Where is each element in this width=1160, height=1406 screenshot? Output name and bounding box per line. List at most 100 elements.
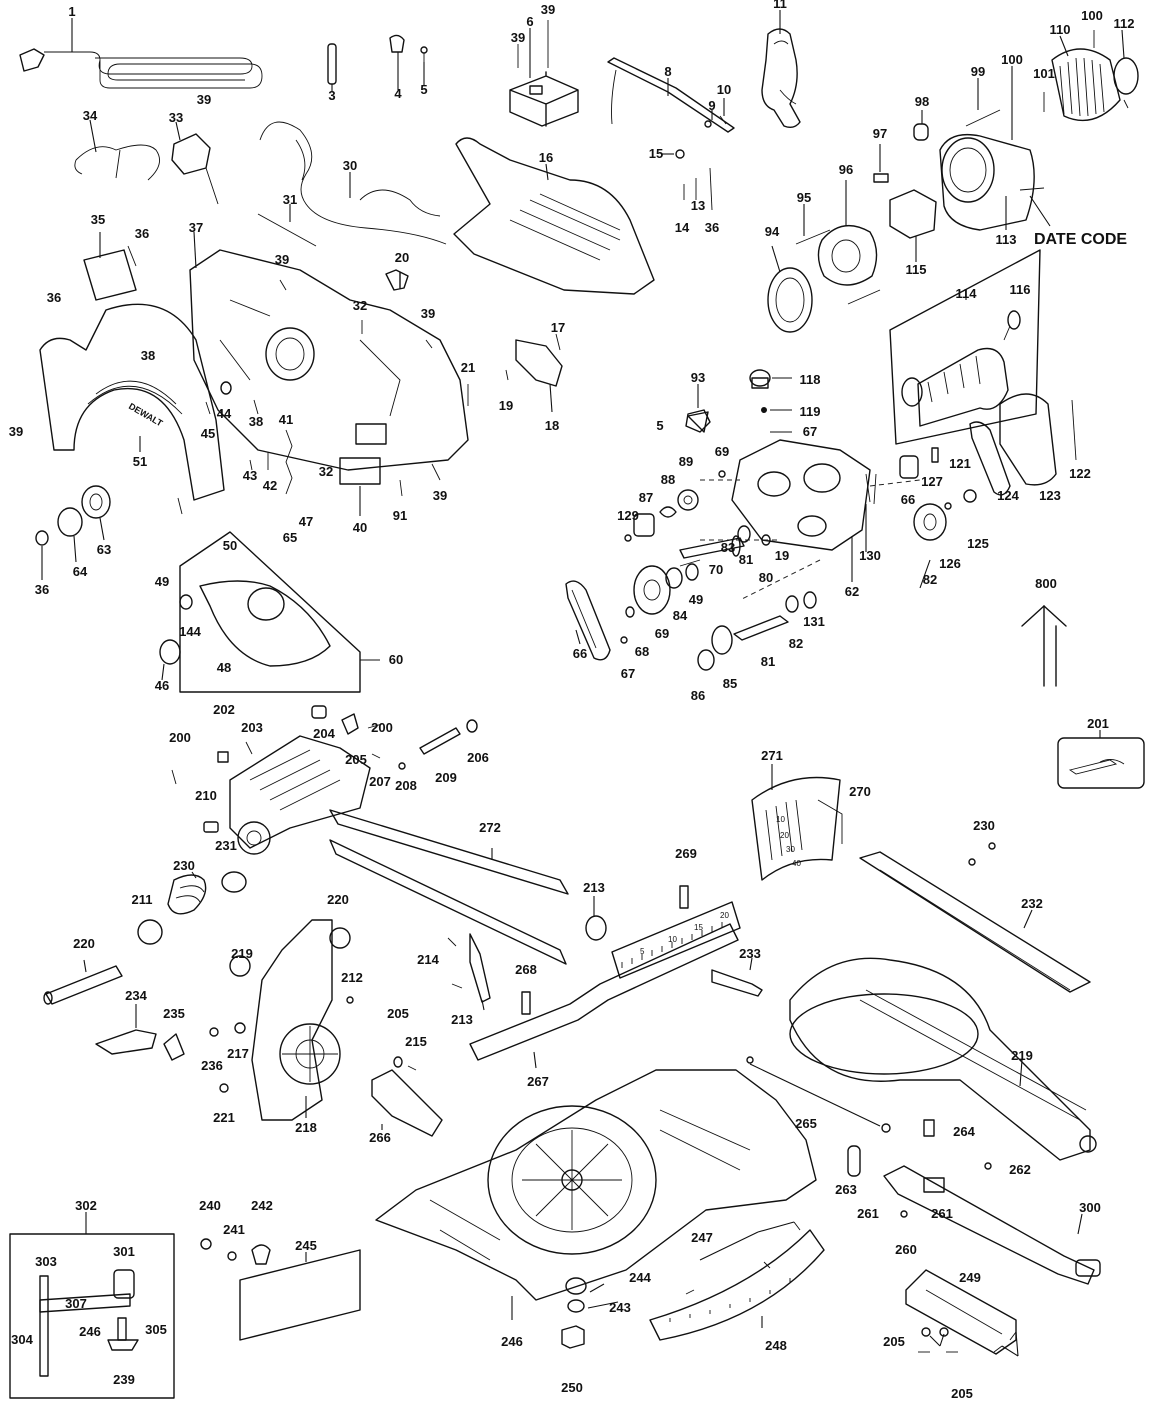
lower-guard-box-48 (179, 531, 380, 693)
screws-95 (795, 204, 881, 305)
callout-36: 36 (135, 226, 149, 241)
callout-129: 129 (617, 508, 639, 523)
callout-265: 265 (795, 1116, 817, 1131)
callout-246: 246 (79, 1324, 101, 1339)
guard-support-16 (453, 137, 655, 295)
callout-272: 272 (479, 820, 501, 835)
callout-118: 118 (800, 372, 821, 387)
callout-48: 48 (217, 660, 231, 675)
motor-housing-113 (939, 133, 1051, 231)
springs-230-231 (137, 871, 247, 945)
callout-202: 202 (213, 702, 235, 717)
callout-219: 219 (231, 946, 253, 961)
callout-206: 206 (467, 750, 489, 765)
callout-303: 303 (35, 1254, 57, 1269)
callout-211: 211 (132, 892, 153, 907)
callout-39: 39 (275, 252, 289, 267)
date-code-label: DATE CODE (1034, 231, 1127, 248)
screws-99 (965, 78, 1001, 127)
callout-95: 95 (797, 190, 811, 205)
callout-85: 85 (723, 676, 737, 691)
callout-65: 65 (283, 530, 297, 545)
dewalt-logo: DEWALT (127, 401, 165, 429)
callout-126: 126 (939, 556, 961, 571)
callout-245: 245 (295, 1238, 317, 1253)
bushing-98 (913, 110, 929, 141)
callout-44: 44 (217, 406, 232, 421)
callout-125: 125 (967, 536, 989, 551)
inset-box-300 (9, 1212, 175, 1399)
callout-262: 262 (1009, 1162, 1031, 1177)
callout-112: 112 (1114, 16, 1135, 31)
callout-32: 32 (319, 464, 333, 479)
callout-96: 96 (839, 162, 853, 177)
callout-124: 124 (997, 488, 1019, 503)
callout-212: 212 (341, 970, 363, 985)
callout-41: 41 (279, 412, 293, 427)
callout-46: 46 (155, 678, 169, 693)
callout-93: 93 (691, 370, 705, 385)
callout-39: 39 (421, 306, 435, 321)
callout-37: 37 (189, 220, 203, 235)
callout-263: 263 (835, 1182, 857, 1197)
bracket-35 (83, 232, 137, 301)
callout-86: 86 (691, 688, 705, 703)
misc-hardware-row3 (177, 269, 469, 516)
callout-4: 4 (394, 86, 402, 101)
callout-6: 6 (526, 14, 533, 29)
wire-harness-30 (259, 121, 447, 245)
bevel-bracket-221 (209, 919, 354, 1121)
foot-parts-244-245-248 (561, 1277, 587, 1349)
gearbox-parts-left (565, 411, 817, 671)
callout-307: 307 (65, 1296, 87, 1311)
callout-218: 218 (295, 1120, 317, 1135)
callout-200: 200 (371, 720, 393, 735)
callout-266: 266 (369, 1130, 391, 1145)
callout-51: 51 (133, 454, 147, 469)
callout-300: 300 (1079, 1200, 1101, 1215)
rail-clamp-214 (447, 933, 491, 1011)
callout-36: 36 (47, 290, 61, 305)
callout-270: 270 (849, 784, 871, 799)
shaft-232 (43, 959, 123, 1005)
callout-16: 16 (539, 150, 553, 165)
small-screws-13-14-15-36 (662, 149, 713, 211)
callout-250: 250 (561, 1380, 583, 1395)
callout-82: 82 (923, 572, 937, 587)
callout-80: 80 (759, 570, 773, 585)
gearbox-housing-130 (700, 439, 921, 601)
callout-19: 19 (499, 398, 513, 413)
switch-module-6 (509, 20, 579, 127)
callout-123: 123 (1039, 488, 1061, 503)
callout-210: 210 (195, 788, 217, 803)
upper-housing-37 (189, 231, 469, 471)
turntable-267 (789, 957, 1097, 1161)
bracket-18 (505, 333, 563, 413)
callout-203: 203 (241, 720, 263, 735)
fence-215: 5 10 15 20 (469, 885, 741, 1069)
callout-264: 264 (953, 1124, 975, 1139)
callout-5: 5 (656, 418, 663, 433)
callout-84: 84 (673, 608, 688, 623)
callout-68: 68 (635, 644, 649, 659)
callout-43: 43 (243, 468, 257, 483)
brush-holder-115 (889, 189, 937, 262)
clip-4 (389, 34, 405, 90)
callout-62: 62 (845, 584, 859, 599)
scale-40: 40 (792, 859, 801, 868)
scale-20: 20 (780, 831, 789, 840)
callout-233: 233 (739, 946, 761, 961)
callout-34: 34 (83, 108, 98, 123)
flanges-62-63-64 (35, 485, 111, 580)
callout-101: 101 (1033, 66, 1055, 81)
screw-9-10 (704, 98, 727, 128)
callout-64: 64 (73, 564, 88, 579)
scale-272: 10 20 30 40 (751, 764, 843, 881)
bar-242 (239, 1249, 361, 1341)
gearbox-parts-right (865, 393, 1077, 687)
callout-15: 15 (649, 146, 663, 161)
callout-89: 89 (679, 454, 693, 469)
callout-94: 94 (765, 224, 780, 239)
ruler-15: 15 (694, 923, 703, 932)
